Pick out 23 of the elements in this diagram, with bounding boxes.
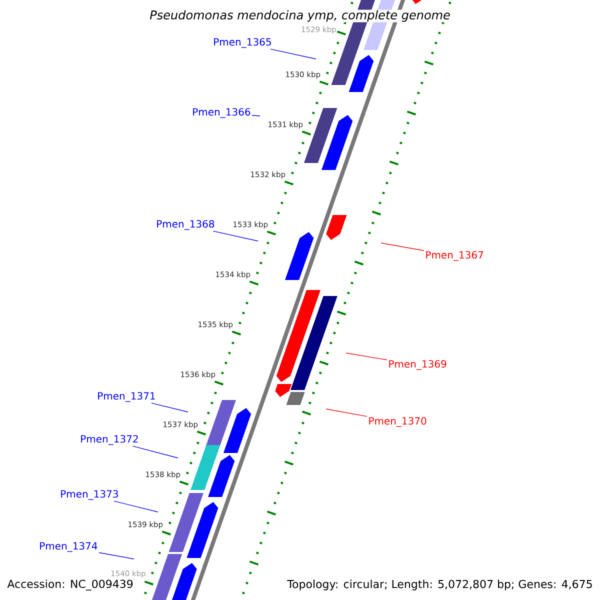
leader-line [252, 115, 260, 116]
gene-label: Pmen_1367 [426, 251, 484, 261]
leader-line [326, 408, 368, 417]
gene-label: Pmen_1368 [157, 220, 214, 230]
gene-label: Pmen_1369 [389, 360, 446, 370]
gene-label: Pmen_1371 [98, 392, 155, 402]
footer-text: Topology: circular; Length: 5,072,807 bp; Genes: 4,675 [286, 578, 594, 592]
leader-line [151, 402, 188, 412]
gene-label: Pmen_1366 [193, 108, 250, 118]
leader-line [346, 352, 388, 360]
gene-label: Pmen_1374 [40, 542, 98, 552]
gene-label: Pmen_1373 [61, 490, 118, 500]
footer-text: Accession: NC_009439 [6, 578, 134, 592]
leader-line [114, 500, 158, 512]
leader-line [212, 230, 258, 242]
gene-label: Pmen_1372 [81, 435, 138, 445]
leader-line [132, 446, 178, 458]
leader-line [270, 48, 316, 60]
gene-label: Pmen_1365 [214, 38, 271, 48]
leader-line [98, 552, 134, 560]
leader-line [380, 242, 424, 251]
gene-label: Pmen_1370 [369, 417, 426, 427]
title: Pseudomonas mendocina ymp, complete genome [149, 10, 451, 22]
